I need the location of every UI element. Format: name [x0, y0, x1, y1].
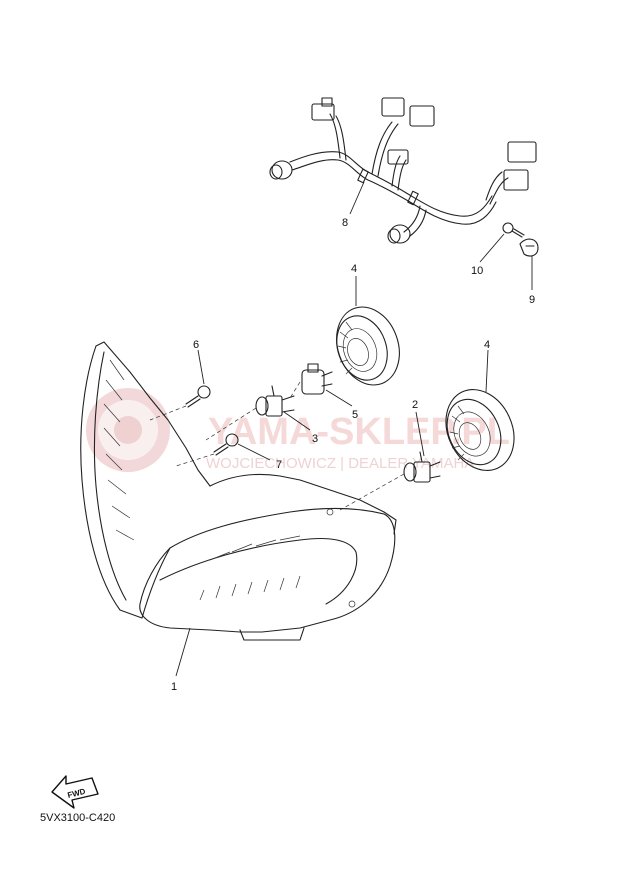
callout-8: 8: [342, 217, 348, 229]
callout-5: 5: [352, 409, 358, 421]
watermark: YAMA-SKLEP.PL WOJCIECHOWICZ | DEALER YAM…: [86, 388, 510, 472]
headlight-assembly: [80, 341, 397, 641]
callout-4-upper: 4: [351, 263, 357, 275]
fwd-arrow-icon: FWD: [51, 775, 99, 809]
callout-7: 7: [276, 459, 282, 471]
bulb-holder-5: [301, 363, 333, 395]
socket-cover-upper: [336, 306, 400, 386]
clip-9: [519, 238, 539, 257]
screw-7: [213, 433, 239, 456]
watermark-title: YAMA-SKLEP.PL: [208, 411, 510, 453]
callout-2: 2: [412, 399, 418, 411]
screw-6: [185, 385, 211, 408]
callout-10: 10: [471, 265, 483, 277]
callout-4-right: 4: [484, 339, 490, 351]
screw-10: [502, 222, 525, 238]
socket-cover-right: [445, 389, 515, 471]
assembly-lines: [149, 381, 405, 511]
wire-harness: [269, 97, 537, 244]
bulb-3: [255, 385, 295, 417]
bulb-2: [403, 451, 441, 483]
watermark-subtitle: WOJCIECHOWICZ | DEALER YAMAHA: [206, 455, 474, 472]
fwd-label: FWD: [67, 787, 87, 800]
callout-6: 6: [193, 339, 199, 351]
callout-1: 1: [171, 681, 177, 693]
callouts: 1 2 3 4 4 5 6 7 8 9 10: [171, 217, 535, 693]
diagram-code: 5VX3100-C420: [40, 812, 116, 824]
callout-9: 9: [529, 294, 535, 306]
callout-3: 3: [312, 433, 318, 445]
